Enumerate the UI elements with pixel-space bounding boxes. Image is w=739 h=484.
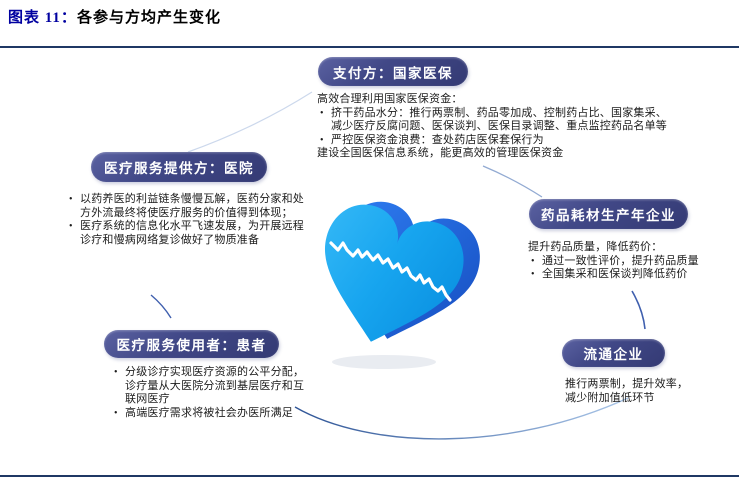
patient-notes: 分级诊疗实现医疗资源的公平分配，诊疗量从大医院分流到基层医疗和互联网医疗 高端医… xyxy=(111,366,315,420)
node-provider: 医疗服务提供方：医院 xyxy=(91,152,267,182)
node-manufacturer: 药品耗材生产年企业 xyxy=(529,199,688,229)
connector-manufacturer-distributor xyxy=(631,290,646,330)
distributor-note: 推行两票制，提升效率，减少附加值低环节 xyxy=(565,378,689,404)
payer-intro: 高效合理利用国家医保资金： xyxy=(317,93,463,105)
provider-notes: 以药养医的利益链条慢慢瓦解，医药分家和处方外流最终将使医疗服务的价值得到体现； … xyxy=(66,193,310,247)
manufacturer-bullet-1: 通过一致性评价，提升药品质量 xyxy=(528,255,733,269)
declining-trend-line xyxy=(329,241,452,302)
manufacturer-notes: 提升药品质量，降低药价： 通过一致性评价，提升药品质量 全国集采和医保谈判降低药… xyxy=(528,241,733,282)
node-distributor: 流通企业 xyxy=(562,339,665,367)
bottom-divider xyxy=(0,475,739,477)
node-manufacturer-label: 药品耗材生产年企业 xyxy=(541,208,676,223)
heart-graphic xyxy=(325,201,480,369)
connector-payer-manufacturer xyxy=(482,165,543,198)
payer-outro: 建设全国医保信息系统，能更高效的管理医保资金 xyxy=(317,147,564,159)
node-patient-label: 医疗服务使用者：患者 xyxy=(116,338,267,353)
heart-front-face xyxy=(325,204,464,342)
heart-shadow xyxy=(332,355,436,369)
provider-bullet-2: 医疗系统的信息化水平飞速发展，为开展远程诊疗和慢病网络复诊做好了物质准备 xyxy=(66,220,310,247)
connector-provider-payer xyxy=(187,91,313,153)
payer-notes: 高效合理利用国家医保资金： 挤干药品水分：推行两票制、药品零加成、控制药占比、国… xyxy=(317,93,667,161)
heart-side-face xyxy=(341,201,480,339)
figure-title: 图表 11：各参与方均产生变化 xyxy=(8,6,221,27)
top-divider xyxy=(0,46,739,48)
distributor-notes: 推行两票制，提升效率，减少附加值低环节 xyxy=(565,378,697,405)
patient-bullet-2: 高端医疗需求将被社会办医所满足 xyxy=(111,407,315,421)
node-patient: 医疗服务使用者：患者 xyxy=(104,330,279,358)
figure-number: 图表 11： xyxy=(8,10,77,26)
payer-bullet-1: 挤干药品水分：推行两票制、药品零加成、控制药占比、国家集采、减少医疗反腐问题、医… xyxy=(317,107,667,134)
manufacturer-bullet-2: 全国集采和医保谈判降低药价 xyxy=(528,268,733,282)
patient-bullet-1: 分级诊疗实现医疗资源的公平分配，诊疗量从大医院分流到基层医疗和互联网医疗 xyxy=(111,366,315,407)
node-payer-label: 支付方：国家医保 xyxy=(333,65,453,81)
manufacturer-intro: 提升药品质量，降低药价： xyxy=(528,241,663,253)
figure-title-text: 各参与方均产生变化 xyxy=(76,10,221,26)
payer-bullet-2: 严控医保资金浪费：查处药店医保套保行为 xyxy=(317,134,667,148)
node-provider-label: 医疗服务提供方：医院 xyxy=(104,161,254,176)
node-distributor-label: 流通企业 xyxy=(583,347,644,362)
provider-bullet-1: 以药养医的利益链条慢慢瓦解，医药分家和处方外流最终将使医疗服务的价值得到体现； xyxy=(66,193,310,220)
connector-provider-patient xyxy=(150,294,172,319)
node-payer: 支付方：国家医保 xyxy=(318,57,468,86)
